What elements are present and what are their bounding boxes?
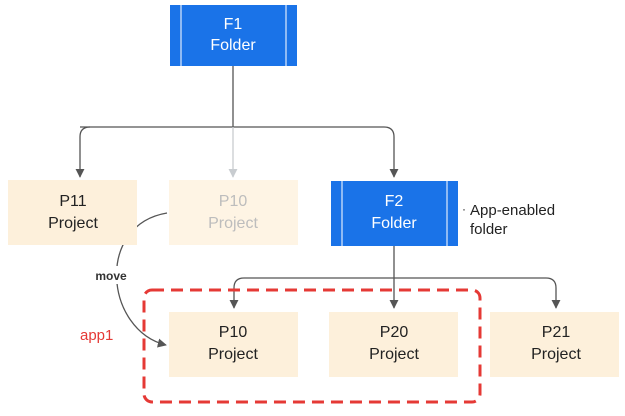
project-p21[interactable]: P21 Project [490, 312, 619, 377]
project-p11-id: P11 [59, 193, 86, 210]
project-p11[interactable]: P11 Project [8, 180, 137, 245]
project-p10-original-id: P10 [219, 193, 248, 210]
f2-connectors [229, 246, 561, 309]
app-enabled-bullet: · [462, 202, 466, 216]
app-enabled-annotation: · App-enabled folder [462, 202, 555, 238]
folder-f2-id: F2 [385, 193, 404, 210]
f2-left-elbow [233, 277, 245, 289]
app-enabled-label: App-enabled [470, 202, 555, 219]
f2-branch-line [244, 277, 557, 289]
app1-label: app1 [80, 327, 113, 344]
project-p10-original[interactable]: P10 Project [169, 180, 298, 245]
project-p21-type: Project [531, 346, 581, 363]
folder-f2-type: Folder [371, 215, 417, 232]
f1-left-elbow [79, 126, 91, 138]
project-p10-original-type: Project [208, 215, 258, 232]
project-p21-id: P21 [542, 324, 571, 341]
app1-group-boundary [142, 288, 482, 404]
app-enabled-label-line2: folder [470, 221, 508, 238]
project-p20[interactable]: P20 Project [329, 312, 458, 377]
f1-connectors [75, 66, 399, 178]
project-p10[interactable]: P10 Project [169, 312, 298, 377]
f1-branch-line [80, 126, 395, 138]
folder-f1-id: F1 [224, 16, 243, 33]
folder-f2[interactable]: F2 Folder [331, 181, 458, 246]
project-p10-type: Project [208, 346, 258, 363]
project-p20-type: Project [369, 346, 419, 363]
move-label-bg [90, 266, 132, 284]
folder-f1[interactable]: F1 Folder [170, 5, 297, 66]
project-p10-id: P10 [219, 324, 248, 341]
project-p11-type: Project [48, 215, 98, 232]
move-label: move [95, 269, 127, 283]
folder-f1-type: Folder [210, 37, 256, 54]
project-p20-id: P20 [380, 324, 409, 341]
